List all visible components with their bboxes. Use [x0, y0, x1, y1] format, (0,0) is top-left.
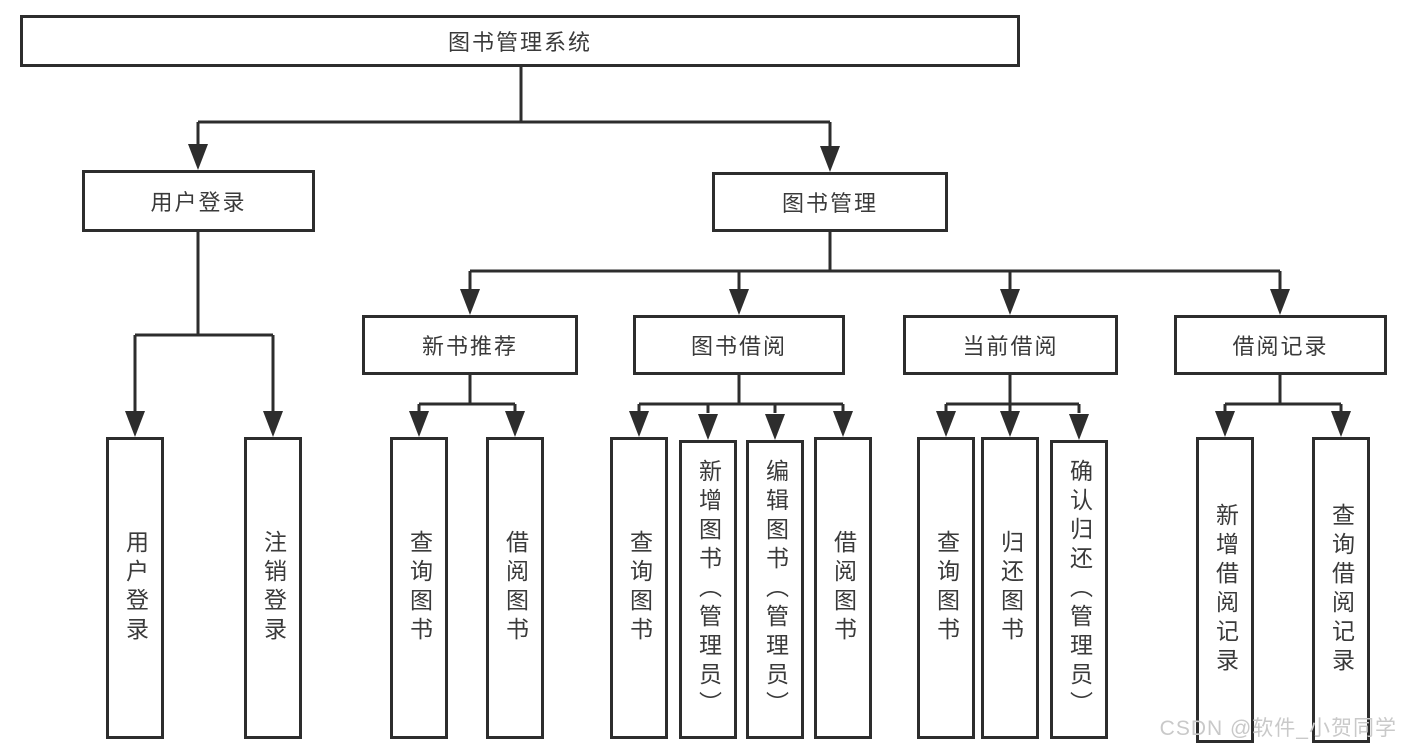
leaf-label: 查询图书 [626, 530, 653, 646]
leaf-label: 借阅图书 [830, 530, 857, 646]
node-box-book-borrowing: 图书借阅 [633, 315, 845, 375]
node-box-user-login: 用户登录 [82, 170, 315, 232]
node-label: 图书管理 [781, 191, 878, 216]
leaf-box-user-login: 用户登录 [106, 437, 164, 739]
node-box-new-book-recommend: 新书推荐 [362, 315, 578, 375]
node-box-current-borrowing: 当前借阅 [903, 315, 1118, 375]
leaf-label: 新增图书（管理员） [695, 459, 722, 720]
leaf-label: 查询图书 [933, 530, 960, 646]
leaf-box-return-books: 归还图书 [981, 437, 1039, 739]
leaf-label: 新增借阅记录 [1212, 503, 1239, 677]
leaf-box-logout: 注销登录 [244, 437, 302, 739]
watermark: CSDN @软件_小贺同学 [1159, 717, 1397, 740]
leaf-box-borrow-books-recommend: 借阅图书 [486, 437, 544, 739]
node-label: 新书推荐 [421, 334, 518, 359]
node-box-book-management: 图书管理 [712, 172, 948, 232]
node-label: 借阅记录 [1232, 334, 1329, 359]
leaf-box-query-books-borrowing: 查询图书 [610, 437, 668, 739]
leaf-label: 编辑图书（管理员） [762, 459, 789, 720]
leaf-box-edit-book-admin: 编辑图书（管理员） [746, 440, 804, 739]
node-label: 图书管理系统 [447, 30, 592, 55]
leaf-label: 查询图书 [406, 530, 433, 646]
node-box-borrowing-records: 借阅记录 [1174, 315, 1387, 375]
leaf-label: 确认归还（管理员） [1066, 459, 1093, 720]
leaf-label: 查询借阅记录 [1328, 503, 1355, 677]
leaf-label: 用户登录 [122, 530, 149, 646]
leaf-label: 注销登录 [260, 530, 287, 646]
leaf-box-confirm-return-admin: 确认归还（管理员） [1050, 440, 1108, 739]
node-label: 用户登录 [150, 190, 247, 215]
leaf-box-query-books-recommend: 查询图书 [390, 437, 448, 739]
leaf-box-add-book-admin: 新增图书（管理员） [679, 440, 737, 739]
leaf-box-query-books-current: 查询图书 [917, 437, 975, 739]
leaf-label: 借阅图书 [502, 530, 529, 646]
leaf-box-borrow-books: 借阅图书 [814, 437, 872, 739]
node-label: 图书借阅 [690, 334, 787, 359]
node-box-library-management-system: 图书管理系统 [20, 15, 1020, 67]
leaf-box-add-borrow-record: 新增借阅记录 [1196, 437, 1254, 743]
node-label: 当前借阅 [962, 334, 1059, 359]
leaf-box-query-borrow-record: 查询借阅记录 [1312, 437, 1370, 743]
leaf-label: 归还图书 [997, 530, 1024, 646]
